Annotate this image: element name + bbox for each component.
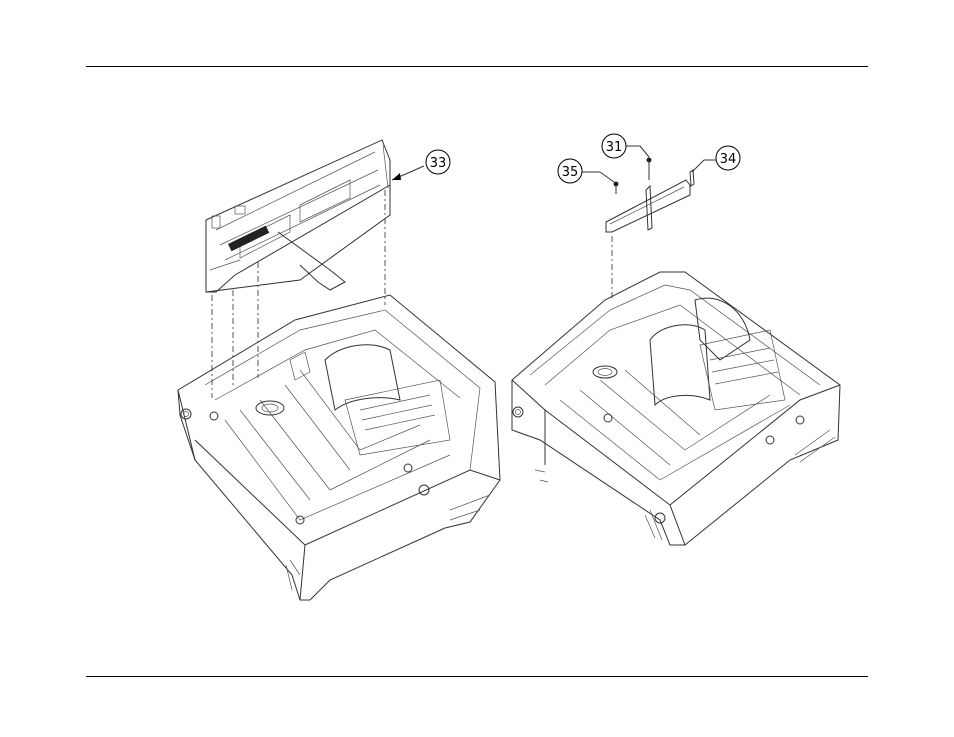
clip-34 [690,170,694,186]
bracket-34 [606,180,690,232]
callout-label: 33 [430,156,447,171]
screw-35 [614,182,619,195]
callout-label: 35 [562,165,579,180]
callout-label: 31 [606,140,623,155]
right-assembly [512,158,840,546]
callout-34: 34 [692,146,740,172]
left-base-housing [178,295,500,600]
left-assembly [178,140,500,600]
upper-board-assembly [206,140,390,292]
callout-31: 31 [602,134,649,158]
callout-33: 33 [392,150,450,180]
screw-31 [647,158,652,181]
callout-35: 35 [558,159,614,183]
right-base-housing [512,272,840,545]
callout-label: 34 [720,152,737,167]
